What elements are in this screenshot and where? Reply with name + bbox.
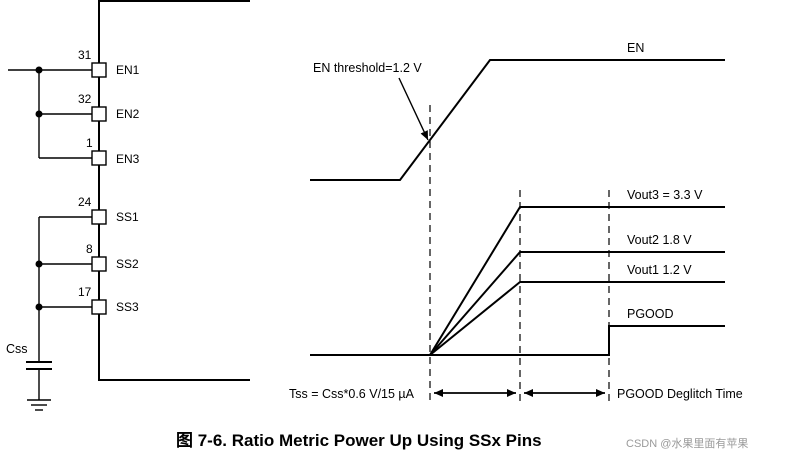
en-threshold-callout: EN threshold=1.2 V xyxy=(313,61,429,141)
pin-en3: 1 EN3 xyxy=(86,136,140,166)
ss-wiring xyxy=(35,216,92,362)
capacitor-css: Css xyxy=(6,342,52,400)
ic-body xyxy=(98,0,250,381)
en-threshold-label: EN threshold=1.2 V xyxy=(313,61,422,75)
tss-dimension: Tss = Css*0.6 V/15 µA xyxy=(289,387,516,401)
pin-ss3: 17 SS3 xyxy=(78,285,139,315)
pin-name: EN3 xyxy=(116,152,140,166)
pin-ss1: 24 SS1 xyxy=(78,195,139,225)
pin-name: EN2 xyxy=(116,107,140,121)
pin-number: 1 xyxy=(86,136,93,150)
vout2-label: Vout2 1.8 V xyxy=(627,233,692,247)
junction-dot xyxy=(35,260,43,268)
en-waveform: EN xyxy=(310,41,725,181)
pin-name: SS1 xyxy=(116,210,139,224)
en-label: EN xyxy=(627,41,644,55)
figure-caption: 图 7-6. Ratio Metric Power Up Using SSx P… xyxy=(176,431,542,450)
junction-dot xyxy=(35,66,43,74)
pin-number: 8 xyxy=(86,242,93,256)
pin-en1: 31 EN1 xyxy=(78,48,140,78)
deglitch-dimension: PGOOD Deglitch Time xyxy=(524,387,743,401)
vout1-label: Vout1 1.2 V xyxy=(627,263,692,277)
pin-number: 32 xyxy=(78,92,92,106)
pin-name: EN1 xyxy=(116,63,140,77)
vout2-waveform: Vout2 1.8 V xyxy=(429,233,725,356)
pin-number: 17 xyxy=(78,285,92,299)
ground-icon xyxy=(27,399,51,411)
pin-name: SS3 xyxy=(116,300,139,314)
junction-dot xyxy=(35,303,43,311)
en-wiring xyxy=(8,66,92,159)
junction-dot xyxy=(35,110,43,118)
pgood-label: PGOOD xyxy=(627,307,674,321)
tss-label: Tss = Css*0.6 V/15 µA xyxy=(289,387,415,401)
capacitor-label: Css xyxy=(6,342,28,356)
vout3-label: Vout3 = 3.3 V xyxy=(627,188,703,202)
pin-number: 24 xyxy=(78,195,92,209)
pin-number: 31 xyxy=(78,48,92,62)
watermark: CSDN @水果里面有苹果 xyxy=(626,436,748,450)
pin-ss2: 8 SS2 xyxy=(86,242,139,272)
timing-markers xyxy=(429,105,610,402)
pin-name: SS2 xyxy=(116,257,139,271)
pgood-waveform: PGOOD xyxy=(310,307,725,356)
deglitch-label: PGOOD Deglitch Time xyxy=(617,387,743,401)
vout1-waveform: Vout1 1.2 V xyxy=(429,263,725,356)
pin-en2: 32 EN2 xyxy=(78,92,140,122)
